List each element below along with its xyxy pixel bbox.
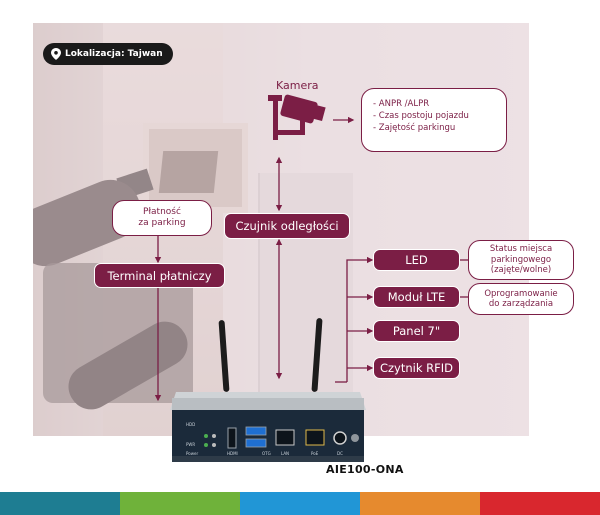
color-stripe-bar [0, 492, 600, 515]
payment-terminal-label: Terminal płatniczy [94, 263, 225, 288]
rfid-reader-label: Czytnik RFID [373, 357, 460, 379]
stripe-green [120, 492, 240, 515]
location-text: Lokalizacja: Tajwan [65, 49, 163, 59]
port-label-pwr: PWR [186, 442, 195, 447]
device-name: AIE100-ONA [326, 463, 404, 476]
software-note-box: Oprogramowanie do zarządzania [468, 283, 574, 315]
port-label-poe: PoE [311, 451, 319, 456]
camera-feature: - Czas postoju pojazdu [373, 111, 469, 121]
payment-line-1: Płatność [143, 207, 181, 217]
port-label-hdmi: HDMI [227, 451, 238, 456]
camera-feature-list: - ANPR /ALPR - Czas postoju pojazdu - Za… [361, 88, 507, 152]
camera-title: Kamera [276, 79, 319, 92]
port-label-otg: OTG [262, 451, 271, 456]
camera-feature: - Zajętość parkingu [373, 123, 456, 133]
panel-label: Panel 7" [373, 320, 460, 342]
port-label-lan: LAN [281, 451, 289, 456]
camera-feature: - ANPR /ALPR [373, 99, 430, 109]
lte-module-label: Moduł LTE [373, 286, 460, 308]
location-pin-icon [51, 48, 61, 60]
location-badge: Lokalizacja: Tajwan [43, 43, 173, 65]
led-note-line-2: parkingowego [490, 254, 552, 265]
mini-pc-device: HDD PWR HDMI OTG LAN PoE DC Power [170, 318, 366, 462]
camera-icon [268, 94, 326, 140]
led-note-line-1: Status miejsca [489, 244, 553, 255]
stripe-blue [240, 492, 360, 515]
payment-box: Płatność za parking [112, 200, 212, 236]
led-note-line-3: (zajęte/wolne) [490, 265, 552, 276]
led-note-box: Status miejsca parkingowego (zajęte/woln… [468, 240, 574, 280]
port-label-power: Power [186, 451, 198, 456]
led-label: LED [373, 249, 460, 271]
port-label-hdd: HDD [186, 422, 195, 427]
stripe-red [480, 492, 600, 515]
stripe-teal [0, 492, 120, 515]
stripe-orange [360, 492, 480, 515]
port-label-dc: DC [337, 451, 343, 456]
software-note-line-2: do zarządzania [488, 299, 554, 309]
distance-sensor-label: Czujnik odległości [224, 213, 350, 239]
payment-line-2: za parking [138, 218, 186, 228]
software-note-line-1: Oprogramowanie [484, 288, 558, 299]
